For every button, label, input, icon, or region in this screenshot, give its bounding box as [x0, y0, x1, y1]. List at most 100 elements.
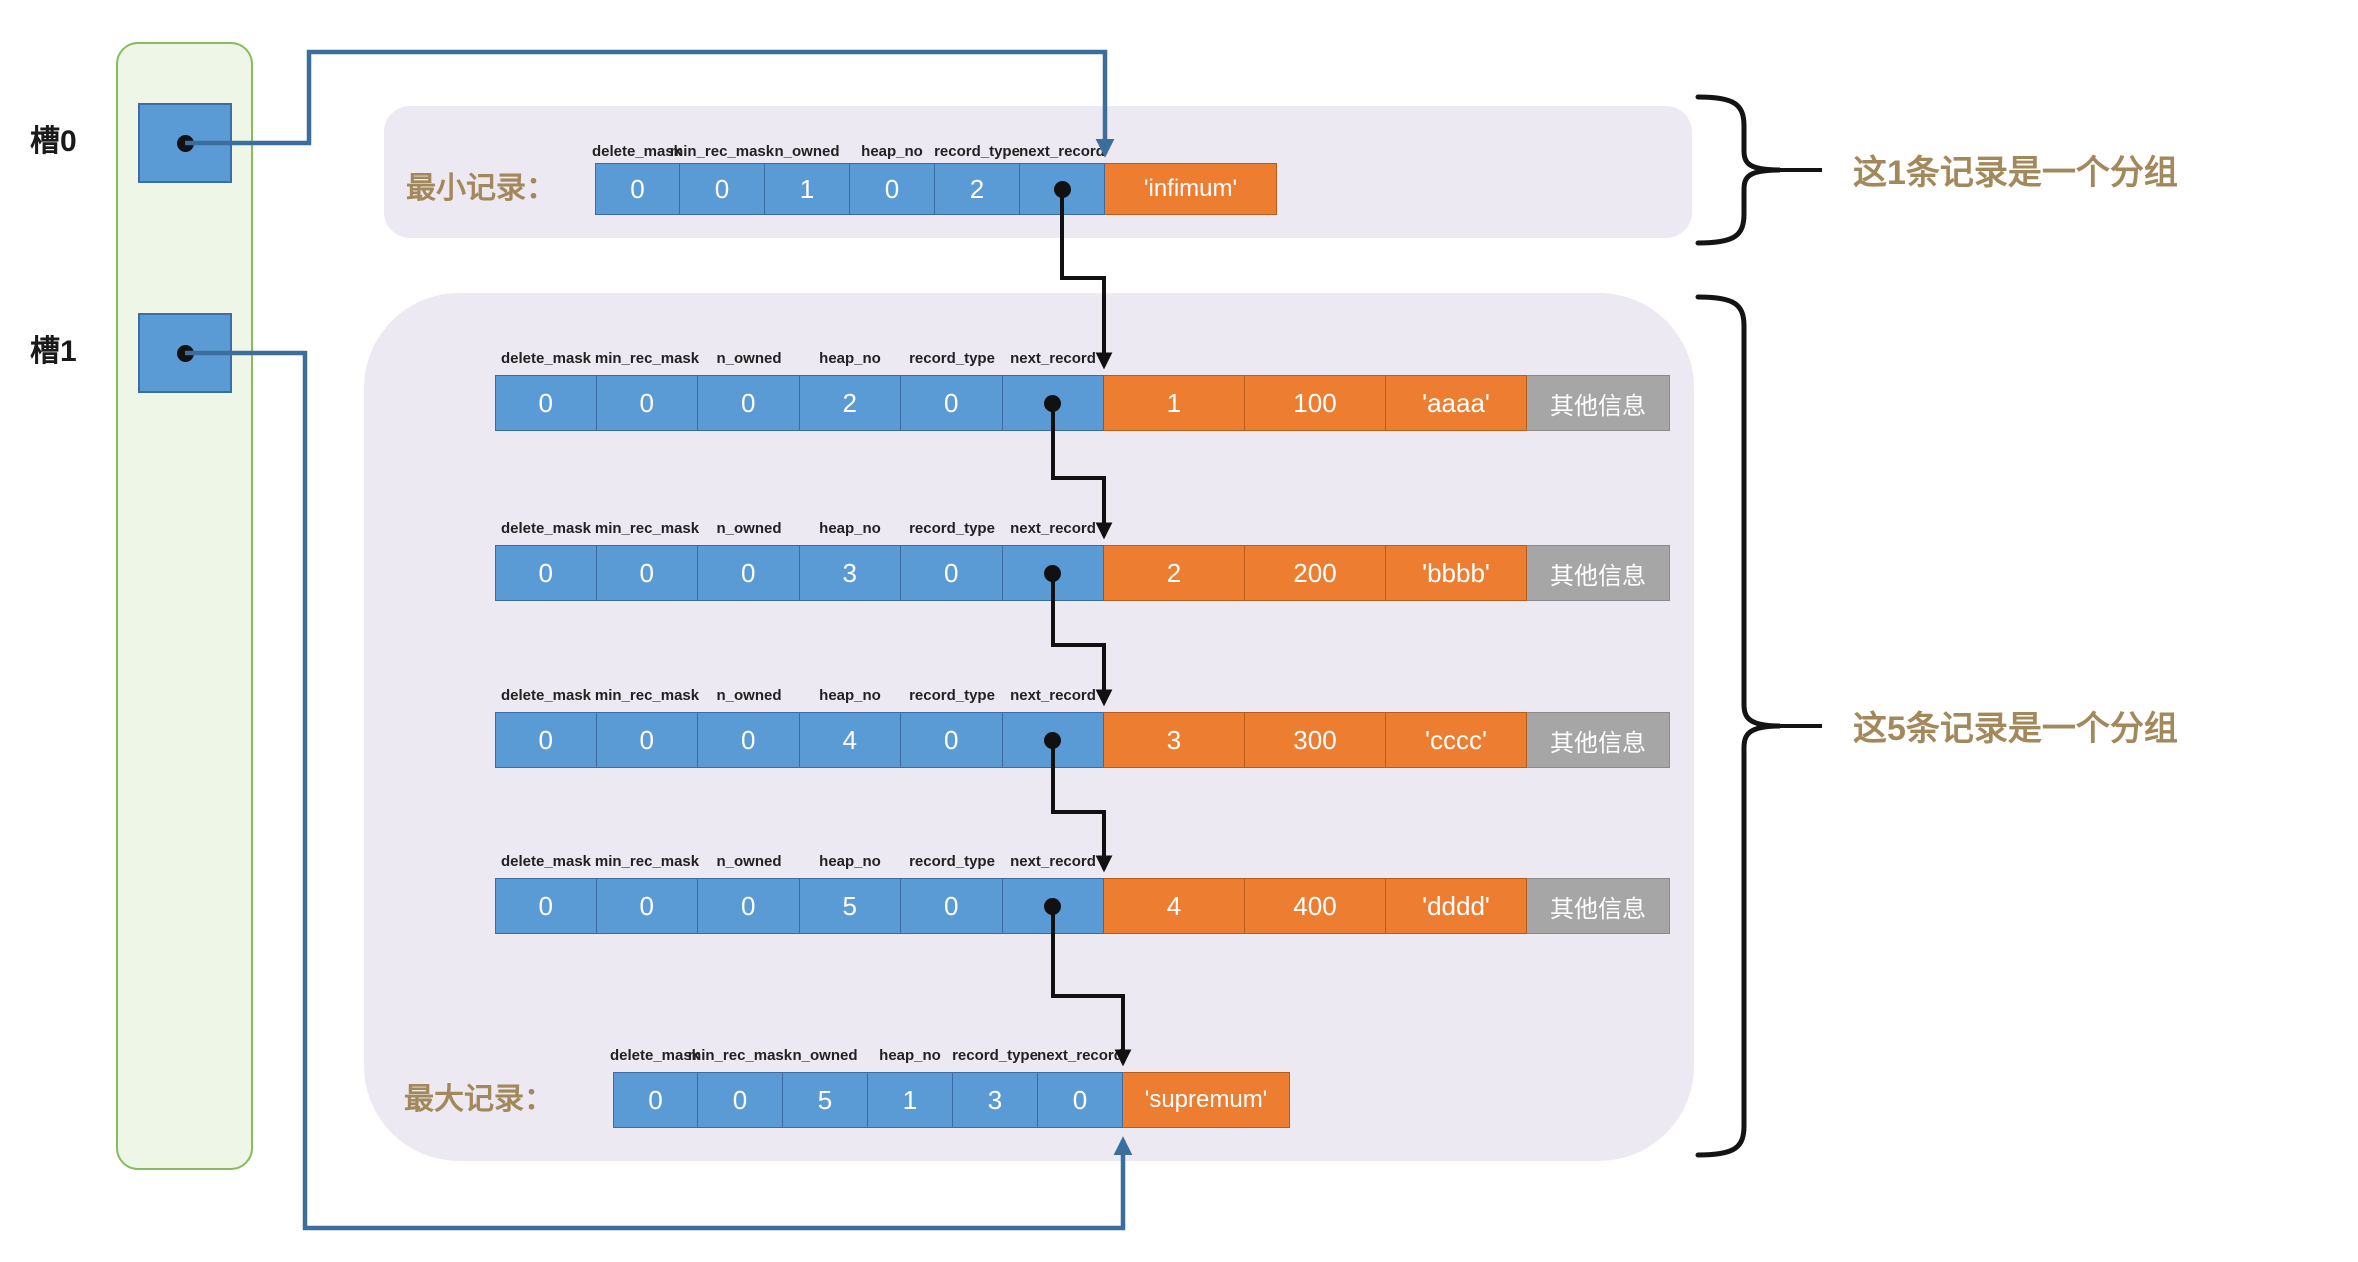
max-record-label: 最大记录：	[404, 1083, 554, 1116]
cell-record-type: 0	[901, 375, 1003, 431]
field-header-delete-mask: delete_mask	[500, 687, 592, 704]
field-header-n-owned: n_owned	[774, 143, 840, 160]
field-header-record-type: record_type	[934, 143, 1020, 160]
field-header-min-rec-mask: min_rec_mask	[594, 520, 700, 537]
cell-heap-no: 1	[868, 1072, 953, 1128]
next-record-pointer-dot	[1044, 897, 1062, 915]
field-header-delete-mask: delete_mask	[609, 1047, 701, 1064]
field-header-min-rec-mask: min_rec_mask	[594, 853, 700, 870]
cell-n-owned: 0	[698, 375, 800, 431]
cell-key: 4	[1104, 878, 1245, 934]
cell-heap-no: 0	[850, 163, 935, 215]
cell-n-owned: 0	[698, 712, 800, 768]
cell-key: 1	[1104, 375, 1245, 431]
next-record-pointer-dot	[1044, 394, 1062, 412]
next-record-pointer-dot	[1053, 180, 1071, 198]
cell-record-type: 0	[901, 878, 1003, 934]
cell-heap-no: 4	[799, 712, 901, 768]
cell-value: 100	[1245, 375, 1386, 431]
slot-directory-container	[116, 42, 253, 1170]
field-header-next-record: next_record	[1010, 520, 1096, 537]
cell-delete-mask: 0	[613, 1072, 698, 1128]
group2-annotation: 这5条记录是一个分组	[1853, 710, 2178, 748]
cell-n-owned: 5	[783, 1072, 868, 1128]
field-header-heap-no: heap_no	[879, 1047, 941, 1064]
cell-min-rec-mask: 0	[698, 1072, 783, 1128]
cell-n-owned: 1	[765, 163, 850, 215]
cell-next-record: 0	[1038, 1072, 1123, 1128]
cell-data-infimum: 'infimum'	[1105, 163, 1277, 215]
cell-record-type: 3	[953, 1072, 1038, 1128]
cell-value: 300	[1245, 712, 1386, 768]
cell-next-record	[1002, 712, 1104, 768]
field-header-next-record: next_record	[1010, 350, 1096, 367]
field-header-next-record: next_record	[1019, 143, 1105, 160]
cell-other-info: 其他信息	[1527, 878, 1670, 934]
cell-min-rec-mask: 0	[596, 375, 698, 431]
field-header-delete-mask: delete_mask	[591, 143, 683, 160]
cell-delete-mask: 0	[495, 878, 597, 934]
slot1-pointer-dot	[176, 344, 194, 362]
field-header-record-type: record_type	[909, 687, 995, 704]
field-header-heap-no: heap_no	[819, 520, 881, 537]
field-header-n-owned: n_owned	[716, 520, 782, 537]
min-record-label: 最小记录：	[406, 172, 556, 205]
cell-value: 400	[1245, 878, 1386, 934]
cell-record-type: 2	[935, 163, 1020, 215]
cell-data: 'dddd'	[1386, 878, 1527, 934]
field-header-heap-no: heap_no	[819, 350, 881, 367]
record-row-1: 0 0 0 2 0 1 100 'aaaa' 其他信息	[495, 375, 1670, 431]
cell-next-record	[1002, 545, 1104, 601]
slot1-label: 槽1	[30, 335, 77, 368]
next-record-pointer-dot	[1044, 731, 1062, 749]
cell-heap-no: 2	[799, 375, 901, 431]
cell-next-record	[1002, 878, 1104, 934]
group1-annotation: 这1条记录是一个分组	[1853, 154, 2178, 192]
cell-heap-no: 3	[799, 545, 901, 601]
cell-other-info: 其他信息	[1527, 545, 1670, 601]
cell-value: 200	[1245, 545, 1386, 601]
cell-delete-mask: 0	[495, 375, 597, 431]
field-header-delete-mask: delete_mask	[500, 350, 592, 367]
field-header-record-type: record_type	[909, 520, 995, 537]
field-header-n-owned: n_owned	[792, 1047, 858, 1064]
field-header-next-record: next_record	[1037, 1047, 1123, 1064]
cell-other-info: 其他信息	[1527, 375, 1670, 431]
group2-brace	[1695, 294, 1781, 1158]
field-header-min-rec-mask: min_rec_mask	[669, 143, 775, 160]
cell-min-rec-mask: 0	[596, 712, 698, 768]
slot1-box	[138, 313, 232, 393]
field-header-record-type: record_type	[909, 350, 995, 367]
cell-min-rec-mask: 0	[596, 878, 698, 934]
field-header-n-owned: n_owned	[716, 687, 782, 704]
min-record-row: 0 0 1 0 2 'infimum'	[595, 163, 1277, 215]
cell-heap-no: 5	[799, 878, 901, 934]
field-header-record-type: record_type	[909, 853, 995, 870]
cell-record-type: 0	[901, 712, 1003, 768]
cell-data-supremum: 'supremum'	[1123, 1072, 1290, 1128]
cell-data: 'bbbb'	[1386, 545, 1527, 601]
cell-data: 'aaaa'	[1386, 375, 1527, 431]
cell-delete-mask: 0	[595, 163, 680, 215]
cell-next-record	[1020, 163, 1105, 215]
record-row-3: 0 0 0 4 0 3 300 'cccc' 其他信息	[495, 712, 1670, 768]
cell-min-rec-mask: 0	[680, 163, 765, 215]
slot0-box	[138, 103, 232, 183]
slot0-pointer-dot	[176, 134, 194, 152]
field-header-min-rec-mask: min_rec_mask	[594, 687, 700, 704]
record-row-2: 0 0 0 3 0 2 200 'bbbb' 其他信息	[495, 545, 1670, 601]
record-row-4: 0 0 0 5 0 4 400 'dddd' 其他信息	[495, 878, 1670, 934]
field-header-next-record: next_record	[1010, 687, 1096, 704]
field-header-heap-no: heap_no	[861, 143, 923, 160]
next-record-pointer-dot	[1044, 564, 1062, 582]
field-header-record-type: record_type	[952, 1047, 1038, 1064]
field-header-delete-mask: delete_mask	[500, 520, 592, 537]
field-header-next-record: next_record	[1010, 853, 1096, 870]
field-header-min-rec-mask: min_rec_mask	[687, 1047, 793, 1064]
slot0-label: 槽0	[30, 125, 77, 158]
field-header-n-owned: n_owned	[716, 853, 782, 870]
group1-brace	[1695, 94, 1781, 246]
cell-data: 'cccc'	[1386, 712, 1527, 768]
cell-other-info: 其他信息	[1527, 712, 1670, 768]
